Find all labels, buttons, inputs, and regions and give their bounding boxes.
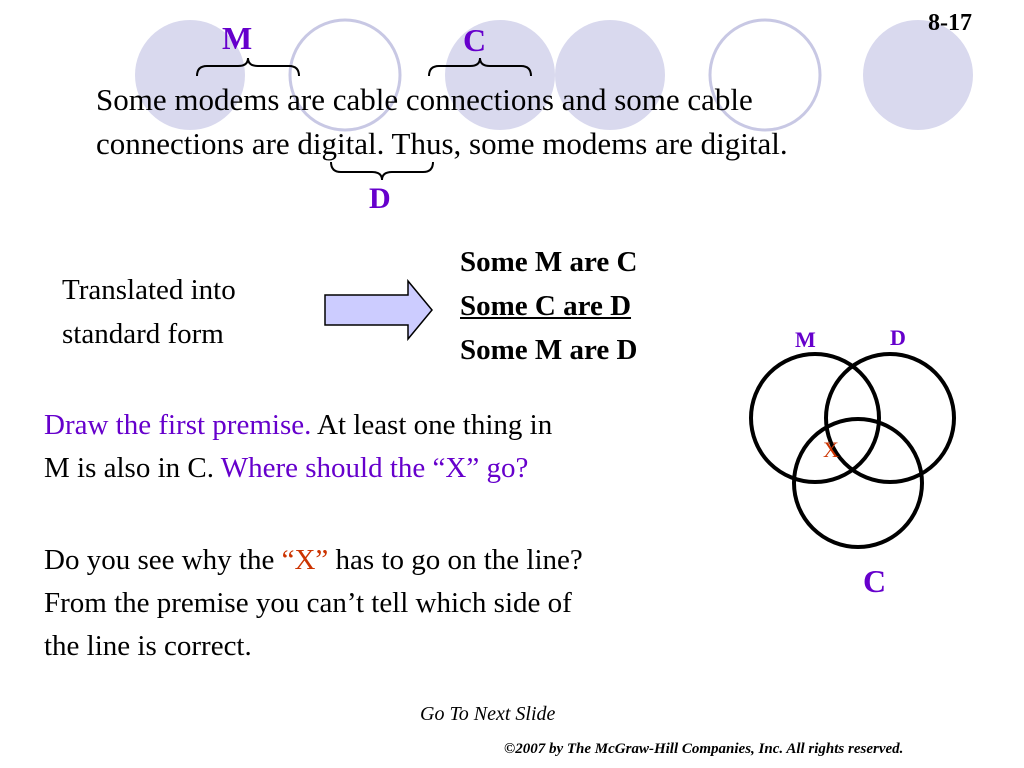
explanation-line-2: From the premise you can’t tell which si… <box>44 587 572 619</box>
brace-m <box>196 57 300 77</box>
venn-circle-d <box>824 352 956 484</box>
deco-circle-1 <box>135 20 245 130</box>
premise-1: Some M are C <box>460 246 638 278</box>
explanation-line-3: the line is correct. <box>44 630 252 662</box>
instruction-line-2: M is also in C. <box>44 452 221 484</box>
label-c: C <box>463 22 487 58</box>
conclusion: Some M are D <box>460 334 638 366</box>
translated-label: Translated into standard form <box>62 268 236 356</box>
instruction-highlight: Draw the first premise. <box>44 409 312 441</box>
instruction-text: Draw the first premise. At least one thi… <box>44 404 552 490</box>
deco-circle-3 <box>445 20 555 130</box>
venn-label-m: M <box>795 327 816 352</box>
premise-2: Some C are D <box>460 290 632 322</box>
deco-circle-2 <box>288 18 402 132</box>
brace-d <box>330 161 434 181</box>
argument-line-1: Some modems are cable connections and so… <box>96 82 753 117</box>
label-m: M <box>222 20 253 56</box>
venn-label-d: D <box>890 325 906 350</box>
deco-circle-4 <box>555 20 665 130</box>
venn-x-marker: X <box>823 437 839 462</box>
venn-circle-c <box>792 417 924 549</box>
argument-line-2: connections are digital. Thus, some mode… <box>96 126 788 161</box>
slide-number: 8-17 <box>928 10 972 36</box>
label-d: D <box>369 182 391 215</box>
right-arrow-icon <box>324 278 433 342</box>
explanation-text: Do you see why the “X” has to go on the … <box>44 539 583 668</box>
instruction-rest: At least one thing in <box>311 409 553 441</box>
argument-sentence: Some modems are cable connections and so… <box>96 78 976 166</box>
venn-label-c: C <box>863 563 887 599</box>
next-slide-link[interactable]: Go To Next Slide <box>420 703 556 725</box>
explanation-part-3: has to go on the line? <box>328 544 583 576</box>
translated-line-1: Translated into <box>62 274 236 306</box>
venn-circle-m <box>749 352 881 484</box>
syllogism: Some M are C Some C are D Some M are D <box>460 240 637 372</box>
explanation-part-1: Do you see why the <box>44 544 282 576</box>
brace-c <box>428 57 532 77</box>
deco-circle-5 <box>708 18 822 132</box>
explanation-x: “X” <box>281 544 329 576</box>
deco-circle-6 <box>863 20 973 130</box>
copyright: ©2007 by The McGraw-Hill Companies, Inc.… <box>504 741 904 757</box>
instruction-question: Where should the “X” go? <box>220 452 529 484</box>
translated-line-2: standard form <box>62 318 224 350</box>
